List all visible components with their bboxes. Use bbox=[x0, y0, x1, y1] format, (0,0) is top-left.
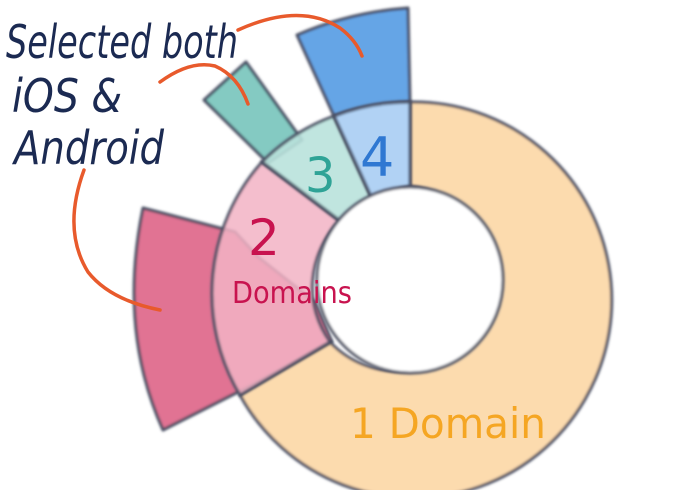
label-two-number: 2 bbox=[248, 209, 280, 267]
ring-segment-two-domains bbox=[210, 160, 342, 397]
annotation-line-2: iOS & bbox=[12, 69, 122, 123]
arrow-to-four bbox=[236, 13, 364, 58]
arrow-to-two-domains bbox=[72, 168, 162, 312]
label-three: 3 bbox=[305, 148, 336, 204]
label-one-domain: 1 Domain bbox=[350, 399, 546, 448]
annotation-line-3: Android bbox=[11, 121, 164, 175]
label-four: 4 bbox=[360, 126, 394, 189]
label-two-word: Domains bbox=[232, 276, 352, 311]
annotation-line-1: Selected both bbox=[6, 15, 238, 69]
ring-center-hole bbox=[315, 185, 505, 375]
outer-sector-four bbox=[295, 6, 412, 118]
arrow-to-three bbox=[158, 63, 250, 106]
